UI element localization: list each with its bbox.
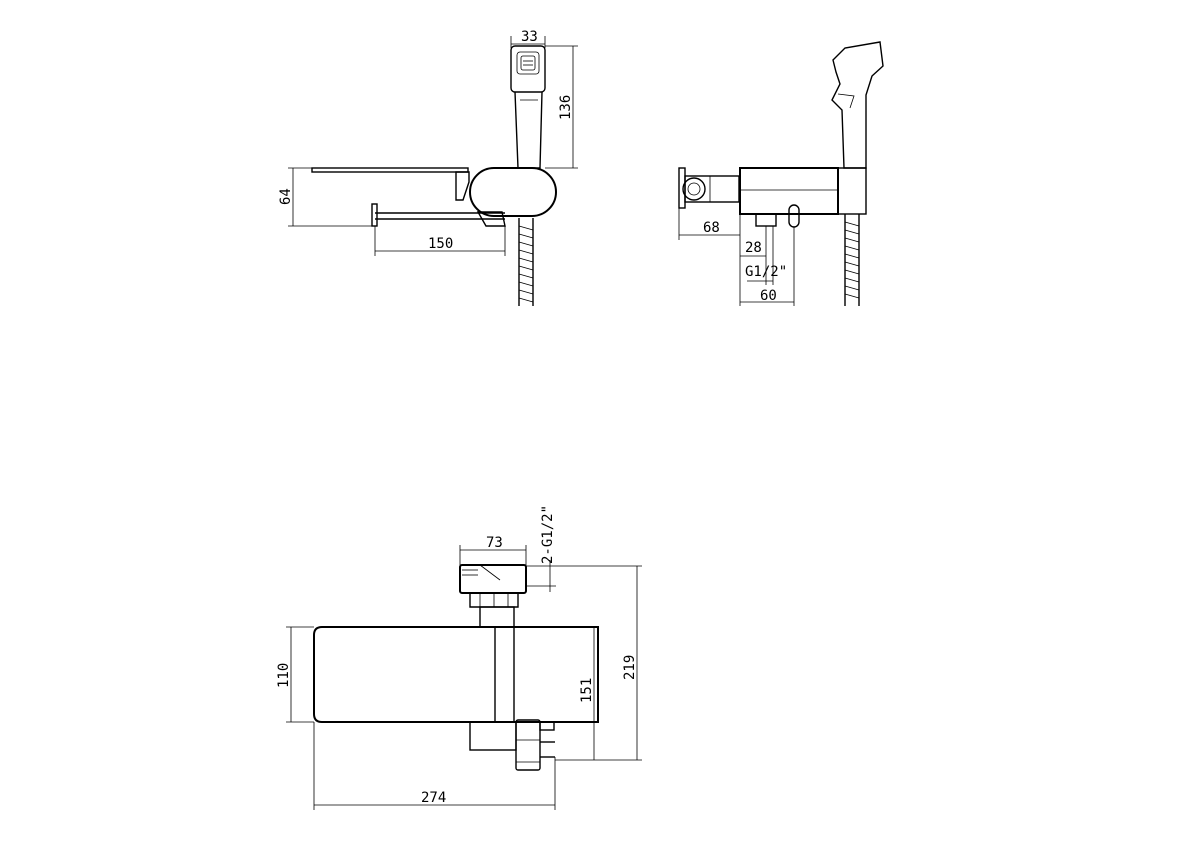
bracket	[455, 171, 470, 201]
shelf-top	[313, 626, 599, 723]
dim-33: 33	[521, 29, 538, 45]
mount-plate	[459, 564, 527, 594]
top-view: 73 2-G1/2" 219 151 110 274	[276, 505, 642, 810]
sprayer-head	[510, 45, 546, 93]
dim-73: 73	[486, 535, 503, 551]
outlet	[755, 213, 777, 227]
dim-150: 150	[428, 236, 453, 252]
oval-body	[469, 167, 557, 217]
dim-g12: G1/2"	[745, 264, 787, 280]
front-body	[739, 167, 839, 215]
connector-circle	[682, 177, 706, 201]
front-sprayer	[831, 41, 884, 169]
dim-274: 274	[421, 790, 446, 806]
hose	[518, 218, 534, 306]
side-view: 33 136 64 150	[278, 29, 578, 306]
dim-151: 151	[579, 678, 595, 703]
shelf-plate	[311, 167, 469, 173]
dim-64: 64	[278, 188, 294, 205]
front-view: 68 28 G1/2" 60	[678, 41, 884, 306]
dim-136: 136	[558, 95, 574, 120]
dim-110: 110	[276, 663, 292, 688]
dim-2g12: 2-G1/2"	[540, 505, 556, 564]
dim-28: 28	[745, 240, 762, 256]
sprayer-handle	[514, 91, 543, 169]
dim-219: 219	[622, 655, 638, 680]
dim-68: 68	[703, 220, 720, 236]
dim-60: 60	[760, 288, 777, 304]
